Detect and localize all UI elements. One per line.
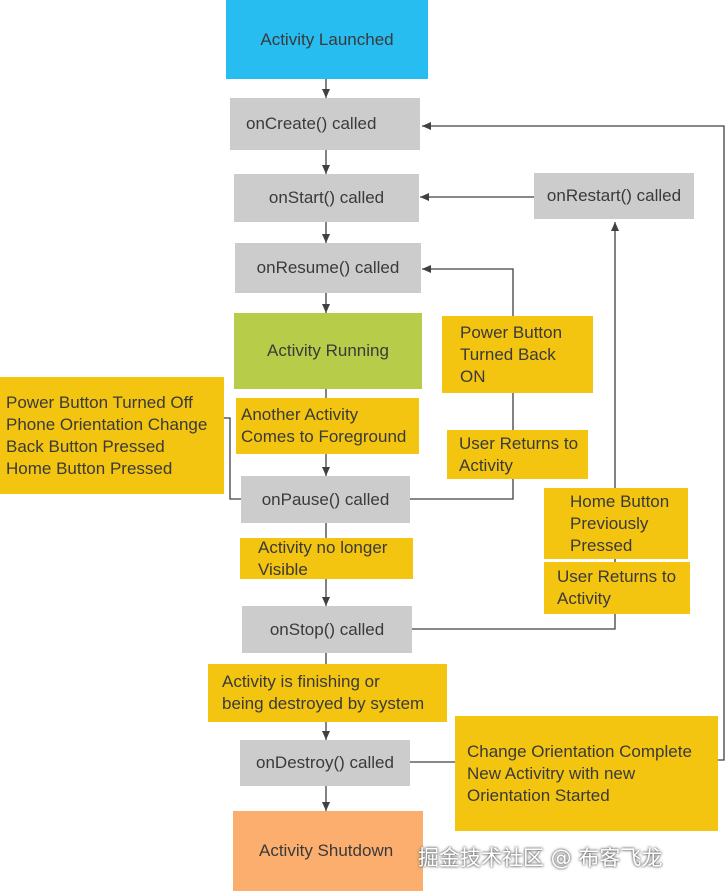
change-orientation-note: Change Orientation Complete New Activitr… (455, 716, 718, 831)
activity-running-state: Activity Running (234, 313, 422, 389)
loop-orientation-to-create (422, 122, 725, 761)
power-button-back-on-note: Power Button Turned Back ON (442, 316, 593, 393)
another-activity-note: Another Activity Comes to Foreground (236, 398, 419, 454)
home-button-previously-note: Home Button Previously Pressed (544, 488, 688, 559)
user-returns-note-2: User Returns to Activity (544, 562, 690, 614)
finishing-note: Activity is finishing or being destroyed… (208, 664, 447, 722)
on-stop-label: onStop() called (269, 619, 385, 639)
on-pause-label: onPause() called (261, 489, 390, 509)
activity-launched-label: Activity Launched (260, 29, 394, 49)
activity-running-label: Activity Running (267, 341, 389, 360)
activity-shutdown-label: Activity Shutdown (259, 841, 394, 860)
another-activity-text: Another Activity Comes to Foreground (241, 405, 407, 446)
home-button-previously-text: Home Button Previously Pressed (570, 491, 670, 555)
no-longer-visible-text: Activity no longer Visible (258, 537, 388, 579)
on-start-label: onStart() called (268, 188, 385, 207)
change-orientation-text: Change Orientation Complete New Activitr… (467, 741, 692, 805)
loop-stop-to-restart (412, 222, 619, 630)
on-create-label: onCreate() called (246, 114, 377, 133)
user-returns-note-1: User Returns to Activity (447, 430, 588, 479)
finishing-text: Activity is finishing or being destroyed… (222, 672, 425, 713)
on-create-state: onCreate() called (230, 98, 420, 150)
pause-triggers-text: Power Button Turned Off Phone Orientatio… (6, 392, 208, 478)
activity-shutdown-state: Activity Shutdown (233, 811, 423, 891)
on-resume-state: onResume() called (235, 243, 421, 293)
line-triggers-to-pause (224, 417, 241, 500)
on-destroy-label: onDestroy() called (256, 753, 394, 772)
on-restart-label: onRestart() called (546, 186, 682, 205)
on-start-state: onStart() called (234, 174, 419, 222)
on-pause-state: onPause() called (241, 476, 410, 523)
power-button-back-on-text: Power Button Turned Back ON (460, 322, 563, 386)
on-restart-state: onRestart() called (534, 173, 694, 219)
watermark-text: 掘金技术社区 @ 布客飞龙 (418, 846, 663, 870)
user-returns-text-1: User Returns to Activity (459, 433, 579, 475)
activity-launched-state: Activity Launched (226, 0, 428, 79)
no-longer-visible-note: Activity no longer Visible (240, 538, 413, 579)
on-destroy-state: onDestroy() called (240, 740, 410, 786)
user-returns-text-2: User Returns to Activity (557, 567, 677, 608)
on-stop-state: onStop() called (242, 606, 412, 653)
pause-triggers-note: Power Button Turned Off Phone Orientatio… (0, 377, 224, 494)
on-resume-label: onResume() called (256, 258, 400, 277)
